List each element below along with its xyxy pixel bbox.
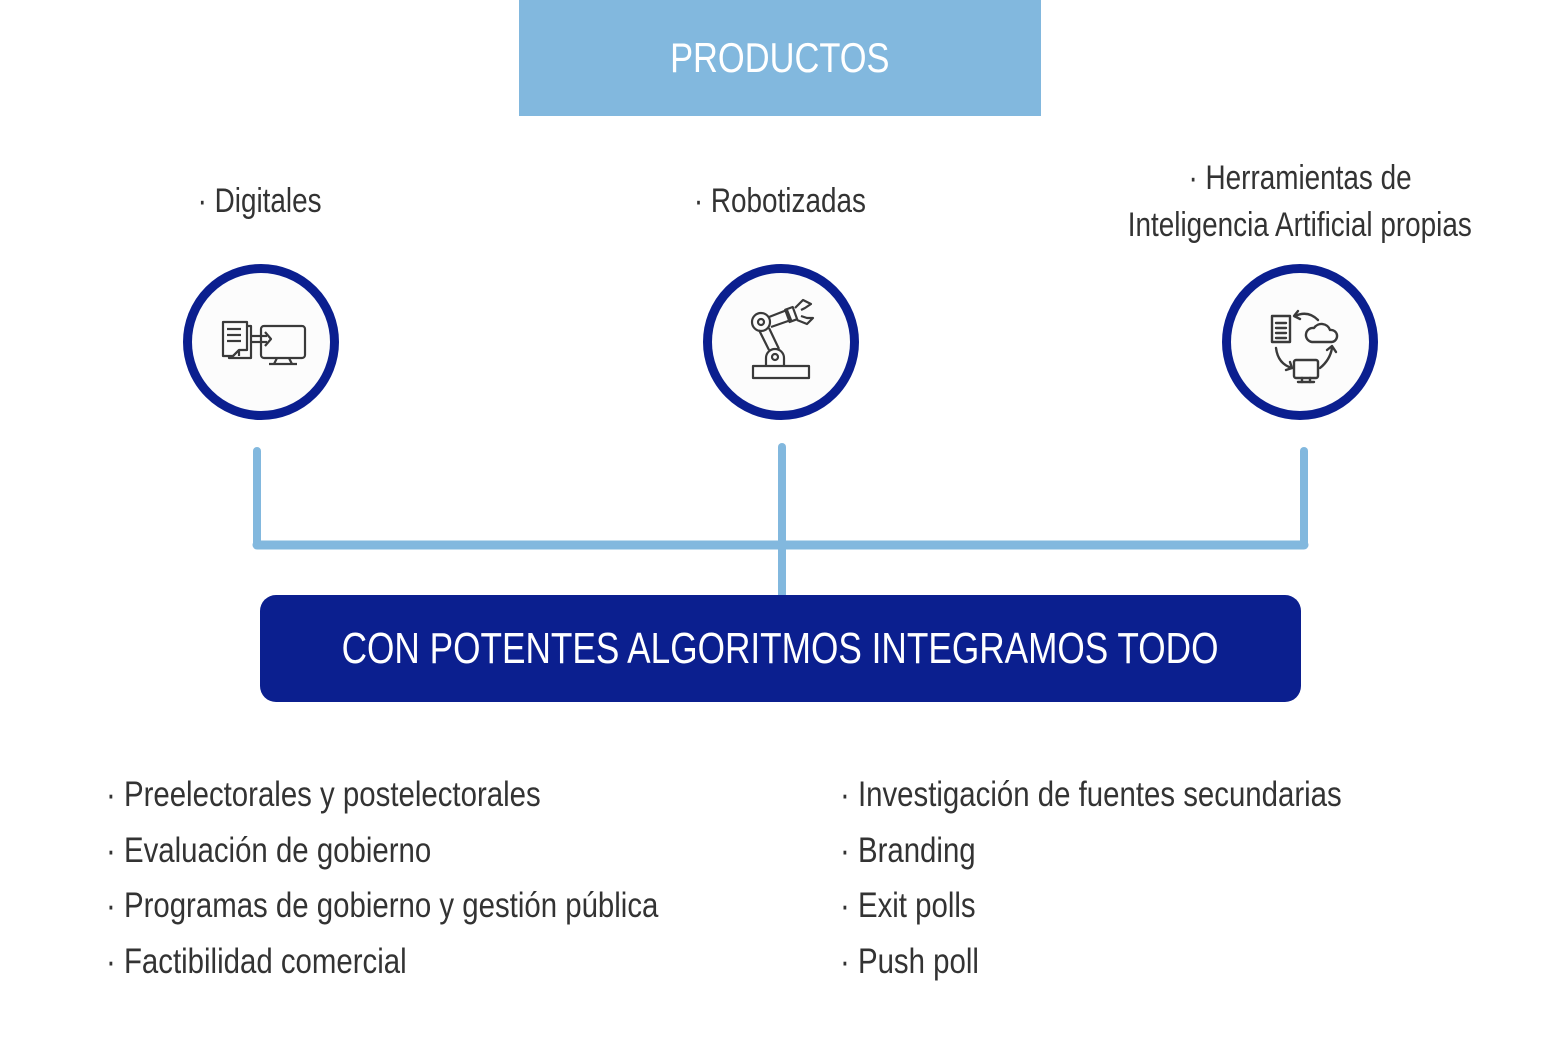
category-label-digitales: · Digitales bbox=[198, 182, 322, 220]
category-label-robotizadas: · Robotizadas bbox=[693, 182, 867, 220]
list-item: · Programas de gobierno y gestión públic… bbox=[106, 886, 659, 925]
list-item: · Investigación de fuentes secundarias bbox=[840, 775, 1342, 814]
integration-banner: CON POTENTES ALGORITMOS INTEGRAMOS TODO bbox=[260, 595, 1301, 702]
robotizadas-circle bbox=[703, 264, 859, 420]
header-title: PRODUCTOS bbox=[670, 34, 890, 81]
list-item: · Exit polls bbox=[840, 886, 976, 925]
list-item: · Push poll bbox=[840, 941, 979, 981]
document-to-monitor-icon bbox=[221, 320, 307, 366]
category-label-ia: · Herramientas de Inteligencia Artificia… bbox=[1127, 159, 1473, 244]
document-cloud-monitor-cycle-icon bbox=[1270, 309, 1339, 384]
list-item: · Branding bbox=[840, 830, 976, 870]
ia-circle bbox=[1222, 264, 1378, 420]
robotic-arm-icon bbox=[750, 298, 815, 380]
services-list-left: · Preelectorales y postelectorales · Eva… bbox=[106, 767, 764, 989]
digitales-circle bbox=[183, 264, 339, 420]
header-box: PRODUCTOS bbox=[519, 0, 1041, 116]
services-list-right: · Investigación de fuentes secundarias ·… bbox=[840, 767, 1437, 989]
list-item: · Evaluación de gobierno bbox=[106, 830, 432, 870]
list-item: · Factibilidad comercial bbox=[106, 941, 407, 981]
list-item: · Preelectorales y postelectorales bbox=[106, 775, 541, 814]
banner-text: CON POTENTES ALGORITMOS INTEGRAMOS TODO bbox=[342, 623, 1219, 673]
